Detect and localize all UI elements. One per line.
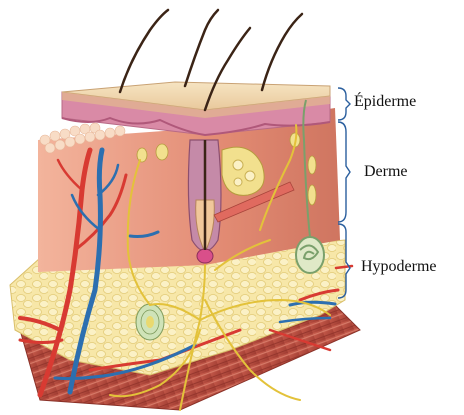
epidermis-bracket — [338, 88, 350, 120]
pacinian-corpuscle — [136, 304, 164, 340]
epidermis-label: Épiderme — [354, 94, 416, 110]
dermis-front-face — [38, 128, 205, 272]
hypodermis-label: Hypoderme — [361, 259, 437, 275]
dermis-bracket — [338, 122, 350, 222]
dermis-label: Derme — [364, 164, 408, 180]
